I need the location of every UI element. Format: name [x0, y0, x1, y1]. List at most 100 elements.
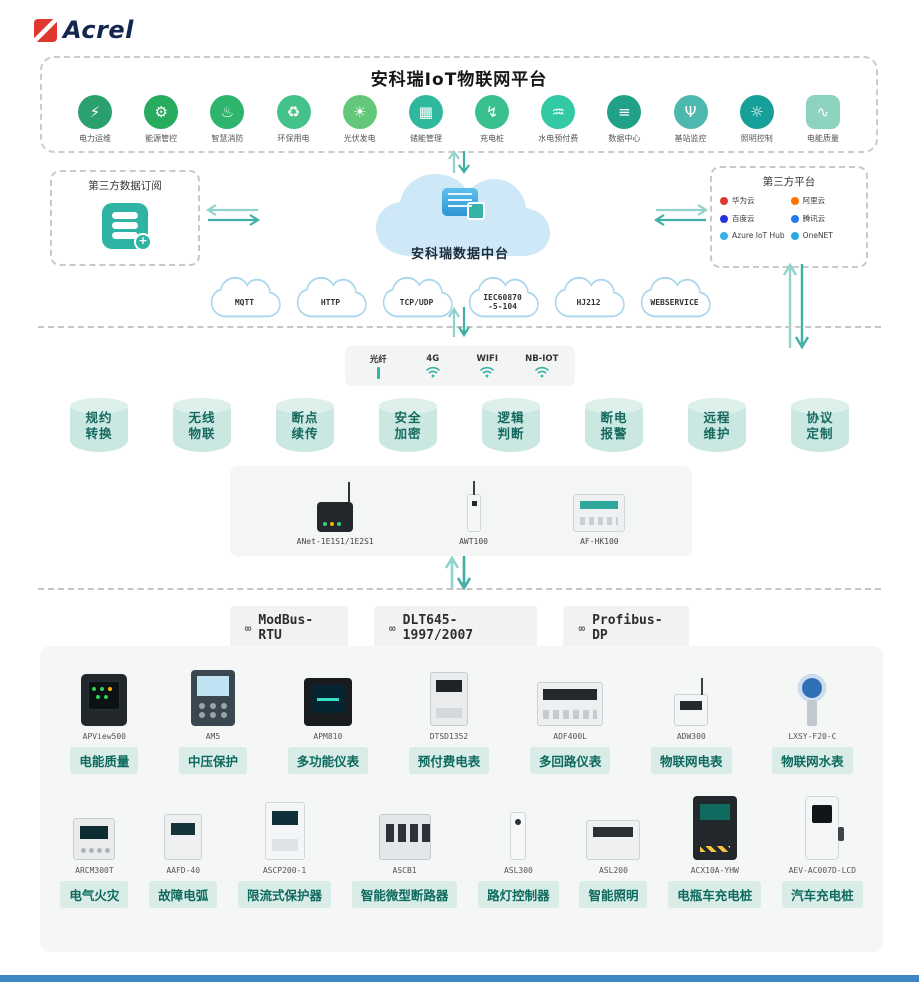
app-label: 光伏发电: [343, 134, 376, 143]
device-image: [795, 660, 829, 726]
wifi-icon: [480, 366, 495, 378]
device-item: ASL200 智能照明: [579, 794, 648, 908]
device-item: AM5 中压保护: [178, 660, 247, 774]
acrel-logo: Acrel: [34, 16, 134, 44]
devices-row-1: APView500 电能质量 AM5 中压保护 APM810: [50, 660, 873, 774]
footer-accent-bar: [0, 975, 919, 982]
device-category-chip: 电能质量: [70, 747, 139, 774]
device-category-chip: 物联网水表: [772, 747, 853, 774]
capability-line1: 无线: [188, 409, 216, 425]
device-image: [378, 794, 431, 860]
app-item: ☀ 光伏发电: [329, 95, 391, 144]
app-icon: ⚡: [78, 95, 112, 129]
app-icon-glyph: ♻: [286, 103, 301, 121]
cloud-vendor-item: OneNET: [790, 231, 858, 240]
protocol-link-icon: [578, 621, 585, 636]
up-down-long-arrows-icon: [779, 262, 813, 354]
app-item: ♒ 水电预付费: [527, 95, 589, 144]
app-icon-glyph: ∿: [816, 103, 830, 121]
capability-cylinder: 远程 维护: [688, 398, 746, 452]
vendor-name: Azure IoT Hub: [732, 231, 785, 240]
protocol-cloud: IEC60870 -5-104: [465, 276, 541, 322]
capability-line2: 判断: [497, 425, 525, 441]
cloud-vendor-item: 阿里云: [790, 195, 858, 206]
vendor-logo-icon: [790, 196, 799, 205]
network-link-item: WIFI: [466, 354, 508, 378]
network-link-label: NB-IOT: [525, 354, 559, 364]
field-protocol-label: DLT645-1997/2007: [402, 613, 474, 643]
app-item: ∿ 电能质量: [792, 95, 854, 144]
device-category-chip: 多回路仪表: [529, 747, 611, 774]
capability-cylinder: 逻辑 判断: [482, 398, 540, 452]
cloud-vendor-item: 百度云: [720, 213, 785, 224]
vendor-name: 华为云: [732, 196, 755, 205]
protocol-cloud-label: HJ212: [576, 297, 601, 307]
app-icons-row: ⚡ 电力运维 ⚙ 能源管控 ♨ 智慧消防: [64, 95, 854, 144]
up-down-arrows-icon: [444, 305, 474, 343]
device-icon: [537, 682, 604, 726]
network-link-label: WIFI: [476, 354, 498, 364]
device-image: [537, 660, 604, 726]
capability-row: 规约 转换 无线 物联 断点 续传 安全 加密 逻辑 判断: [70, 398, 849, 452]
protocol-cloud-label: TCP/UDP: [399, 297, 434, 307]
device-category-chip: 物联网电表: [651, 747, 732, 774]
capability-line2: 加密: [394, 425, 422, 441]
app-label: 电能质量: [806, 134, 839, 143]
protocol-cloud-label: HTTP: [320, 297, 341, 307]
cloud-vendor-list: 华为云 阿里云 百度云 腾讯云: [712, 195, 866, 240]
app-icon-glyph: ♨: [220, 103, 235, 121]
gateway-item: AWT100: [459, 480, 488, 546]
capability-line2: 转换: [85, 425, 113, 441]
app-icon-glyph: ▦: [418, 103, 433, 121]
cloud-outline-icon: [640, 276, 711, 318]
exchange-arrows-right-icon: [652, 202, 710, 232]
field-protocol-chip: DLT645-1997/2007: [374, 606, 538, 650]
wifi-icon: [425, 366, 440, 378]
device-item: ASCP200-1 限流式保护器: [238, 794, 332, 908]
device-category-chip: 汽车充电桩: [782, 881, 863, 908]
server-icon: [442, 188, 485, 220]
device-icon: [81, 674, 128, 726]
capability-line1: 逻辑: [497, 409, 525, 425]
vendor-name: 腾讯云: [802, 214, 826, 223]
device-category-chip: 电瓶车充电桩: [668, 881, 762, 908]
app-item: ⚙ 能源管控: [130, 95, 192, 144]
device-model-label: ADW300: [676, 732, 706, 741]
device-item: ACX10A-YHW 电瓶车充电桩: [668, 794, 762, 908]
vendor-logo-icon: [720, 196, 728, 205]
device-model-label: ASCB1: [392, 866, 417, 875]
device-icon: [264, 802, 305, 860]
app-icon: ☀: [342, 95, 377, 129]
protocol-link-icon: [245, 621, 252, 636]
network-link-label: 4G: [426, 354, 440, 364]
app-item: ↯ 充电桩: [461, 95, 523, 144]
field-protocol-chip: ModBus-RTU: [229, 606, 349, 650]
device-category-chip: 中压保护: [178, 747, 247, 774]
gateway-devices-box: ANet-1E1S1/1E2S1 AWT100 AF-HK100: [230, 466, 692, 556]
device-image: [510, 794, 527, 860]
dashed-divider: [38, 588, 881, 590]
device-image: [164, 794, 203, 860]
wifi-icon: [534, 366, 549, 378]
protocol-link-icon: [389, 621, 396, 636]
device-image: [586, 794, 641, 860]
capability-line1: 规约: [85, 409, 113, 425]
device-icon: [164, 814, 203, 860]
app-icon-glyph: ↯: [485, 103, 499, 121]
app-label: 智慧消防: [211, 134, 244, 143]
protocol-cloud-label: WEBSERVICE: [650, 297, 699, 307]
device-category-chip: 智能照明: [579, 881, 648, 908]
third-party-subscription-box: 第三方数据订阅: [50, 170, 200, 266]
cloud-vendor-item: 华为云: [720, 195, 785, 206]
field-protocols-row: ModBus-RTU DLT645-1997/2007 Profibus-DP: [229, 606, 690, 650]
gateway-model-label: AWT100: [459, 537, 488, 546]
app-icon: ↯: [475, 95, 510, 129]
protocol-cloud: HTTP: [293, 276, 369, 322]
devices-row-2: ARCM300T 电气火灾 AAFD-40 故障电弧 ASCP200-1: [50, 794, 873, 908]
vendor-logo-icon: [790, 214, 799, 223]
app-icon: ∿: [805, 95, 840, 129]
device-category-chip: 多功能仪表: [287, 747, 369, 774]
app-item: ♻ 环保用电: [263, 95, 325, 144]
protocol-cloud: HJ212: [551, 276, 627, 322]
